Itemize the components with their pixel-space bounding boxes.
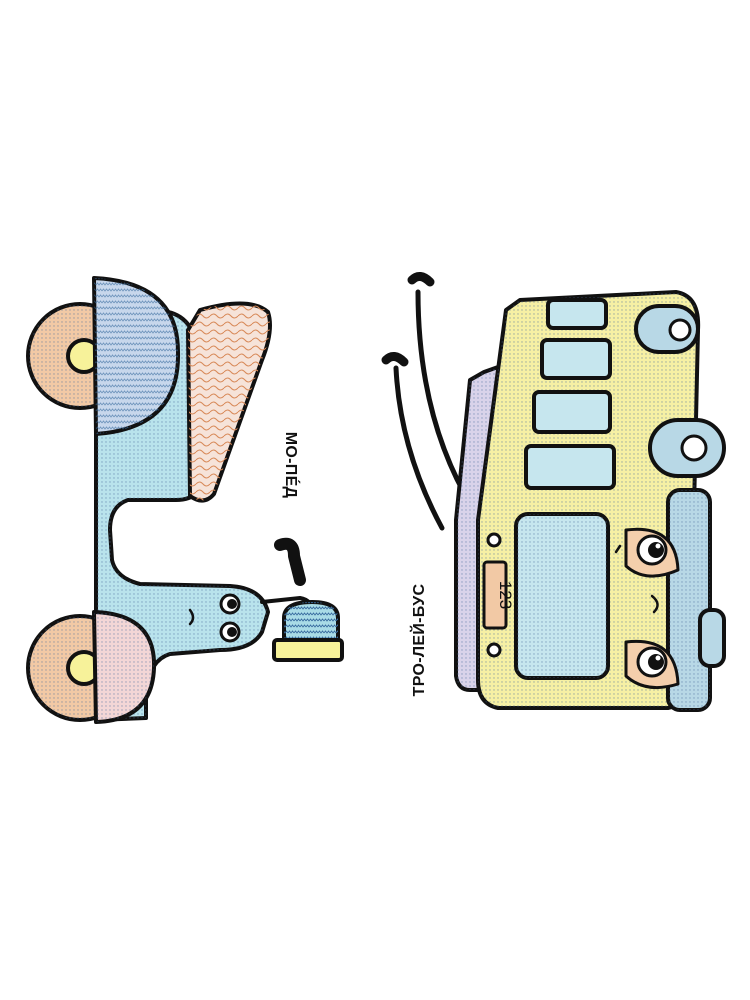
plate-number: 123 [496,581,515,609]
moped-handle-grip [274,537,306,586]
moped-illustration [26,276,344,724]
moped-face [188,593,241,643]
trolleybus-wheel-front [698,608,726,668]
moped-headlamp [272,600,344,662]
moped-caption: МО-ПЕ́Д [282,432,302,499]
trolleybus-light-top [486,532,502,548]
trolleybus-wheel-middle [648,418,726,478]
trolleybus-face [614,527,680,690]
trolleybus-light-bottom [486,642,502,658]
trolleybus-windows [524,298,616,490]
trolleybus-illustration: 123 [381,272,726,712]
trolleybus-caption: ТРО-ЛЕЙ-БУС [409,584,428,697]
license-plate: 123 [482,560,515,630]
trolleybus-wheel-rear [634,304,700,354]
